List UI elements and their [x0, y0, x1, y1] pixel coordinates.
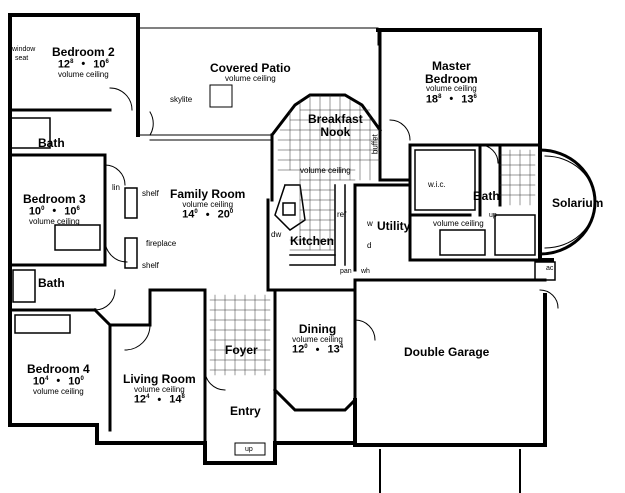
family-label: Family Room volume ceiling 140•200: [170, 187, 246, 221]
nook-label: Breakfast Nook: [308, 113, 363, 138]
nook-name2: Nook: [320, 124, 351, 139]
dining-w: 12: [292, 343, 305, 356]
master-name2: Bedroom: [425, 71, 478, 86]
closets: [9, 117, 556, 334]
master-bath-note: volume ceiling: [433, 219, 484, 228]
ref-label: ref: [337, 210, 347, 219]
dining-note: volume ceiling: [292, 334, 343, 344]
bath-label-2: Bath: [38, 276, 65, 290]
garage-name: Double Garage: [404, 345, 490, 359]
bedroom4-d: 10: [68, 375, 81, 388]
kitchen-note: volume ceiling: [300, 166, 351, 175]
family-df: 0: [229, 208, 234, 215]
entry-step: [234, 442, 266, 456]
dw-label: dw: [271, 230, 282, 239]
bedroom2-w: 12: [57, 58, 71, 71]
bedroom4-df: 0: [80, 375, 84, 382]
bath-label-1: Bath: [38, 136, 65, 150]
bedroom4-name: Bedroom 4: [27, 362, 90, 376]
patio-outline: [137, 27, 379, 141]
master-wf: 8: [438, 93, 442, 100]
patio-name: Covered Patio: [210, 61, 291, 75]
kitchen-counters: [274, 184, 346, 266]
wic-label: w.i.c.: [428, 180, 446, 189]
bedroom3-note: volume ceiling: [28, 216, 80, 226]
window-seat-label-2: seat: [15, 55, 29, 62]
pan-label: pan: [340, 268, 352, 275]
bedroom3-name: Bedroom 3: [23, 192, 86, 206]
shelf-label-1: shelf: [142, 189, 159, 198]
bedroom2-name: Bedroom 2: [52, 45, 115, 59]
family-d: 20: [217, 208, 230, 221]
living-name: Living Room: [123, 372, 196, 386]
patio-note: volume ceiling: [225, 73, 276, 83]
nook-name1: Breakfast: [308, 112, 363, 126]
bedroom2-df: 6: [105, 58, 109, 65]
bedroom3-w: 10: [28, 205, 42, 218]
bedroom4-wf: 4: [45, 375, 49, 382]
living-d: 14: [169, 393, 182, 406]
buffet-label: buffet: [370, 134, 380, 155]
patio-label: Covered Patio volume ceiling: [210, 62, 291, 83]
bedroom2-note: volume ceiling: [57, 69, 109, 79]
washer-label: w: [367, 219, 373, 228]
dining-df: 4: [339, 343, 344, 350]
bedroom3-df: 6: [76, 205, 80, 212]
living-note: volume ceiling: [133, 384, 185, 394]
window-seat-label-1: window: [12, 46, 36, 53]
master-note: volume ceiling: [425, 84, 477, 94]
bedroom3-label: Bedroom 3 100•106 volume ceiling: [23, 192, 86, 226]
ac-label: ac: [546, 265, 554, 272]
family-name: Family Room: [170, 187, 246, 201]
dining-bay: [272, 387, 358, 412]
bedroom2-d: 10: [93, 58, 106, 71]
master-name1: Master: [431, 59, 471, 73]
shelf-label-2: shelf: [142, 261, 159, 270]
bedroom4-label: Bedroom 4 104•100 volume ceiling: [27, 362, 90, 396]
utility-name: Utility: [377, 219, 411, 233]
master-w: 18: [425, 93, 439, 106]
master-df: 6: [473, 93, 477, 100]
living-wf: 4: [146, 393, 150, 400]
bedroom4-note: volume ceiling: [32, 386, 84, 396]
master-label: Master Bedroom volume ceiling 188•136: [425, 59, 478, 106]
bedroom3-d: 10: [64, 205, 77, 218]
entry-name: Entry: [230, 404, 261, 418]
dining-d: 13: [327, 343, 340, 356]
family-w: 14: [182, 208, 195, 221]
tile-grid: [209, 94, 536, 376]
master-bath-name: Bath: [473, 189, 500, 203]
foyer-name: Foyer: [225, 343, 258, 357]
bedroom2-wf: 8: [70, 58, 74, 65]
living-w: 12: [133, 393, 147, 406]
dining-label: Dining volume ceiling 120•134: [292, 322, 344, 356]
dining-name: Dining: [298, 322, 337, 336]
kitchen-name: Kitchen: [290, 234, 335, 248]
lin-label: lin: [112, 183, 121, 192]
family-note: volume ceiling: [182, 199, 234, 209]
fireplace-label: fireplace: [146, 239, 177, 248]
skylite-box: [209, 84, 233, 108]
garage-door: [379, 444, 521, 493]
up-label-2: up: [245, 446, 253, 453]
master-d: 13: [461, 93, 474, 106]
living-label: Living Room volume ceiling 124•148: [123, 372, 196, 406]
bedroom3-wf: 0: [41, 205, 45, 212]
dryer-label: d: [367, 241, 372, 250]
solarium-name: Solarium: [552, 196, 604, 210]
up-label-1: up: [489, 212, 497, 219]
skylite-label: skylite: [170, 95, 193, 104]
dining-wf: 0: [304, 343, 308, 350]
nook-bay: [269, 93, 383, 138]
living-df: 8: [181, 393, 185, 400]
family-wf: 0: [194, 208, 198, 215]
door-swings: [94, 87, 559, 391]
bedroom2-label: Bedroom 2 128•106 volume ceiling: [52, 45, 115, 79]
bedroom4-w: 10: [32, 375, 46, 388]
wh-label: wh: [361, 268, 370, 275]
